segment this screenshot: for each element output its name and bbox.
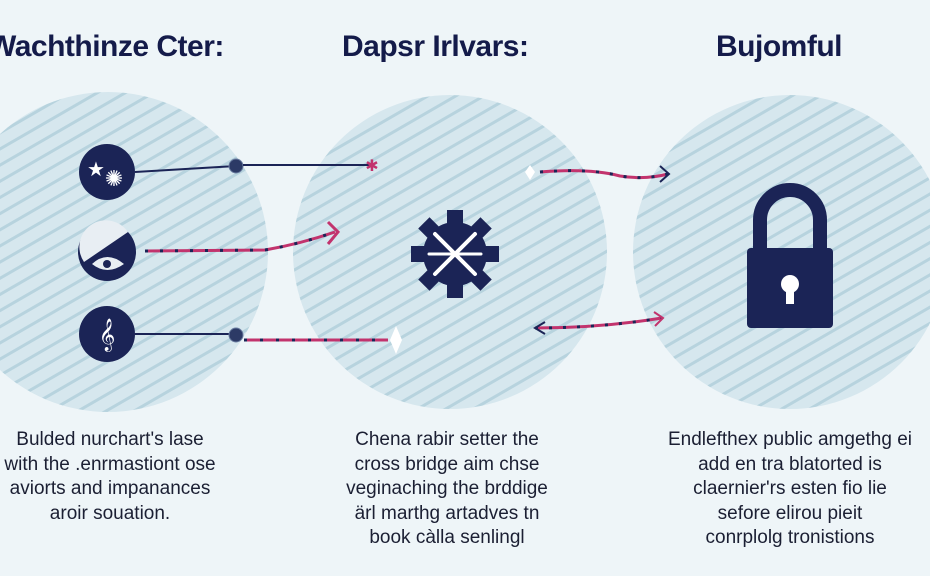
desc-line: book càlla senlingl xyxy=(369,527,525,548)
connector-arrow-middle xyxy=(144,220,341,253)
desc-line: aviorts and impanances xyxy=(9,478,211,499)
star-gear-icon: ★ ✺ xyxy=(79,144,135,200)
connector-right-top xyxy=(525,165,671,183)
svg-text:★: ★ xyxy=(87,159,105,181)
desc-line: aroir souation. xyxy=(49,502,171,524)
column-description-1: Bulded nurchart's lase with the .enrmast… xyxy=(0,428,270,526)
desc-line: ärl marthg artadves tn xyxy=(354,502,540,524)
column-description-2: Chena rabir setter the cross bridge aim … xyxy=(287,428,607,551)
gear-tools-icon xyxy=(411,210,499,298)
desc-line: claernier'rs esten fio lie xyxy=(693,478,887,499)
column-description-3: Endlefthex public amgethg ei add en tra … xyxy=(630,428,930,551)
desc-line: Endlefthex public amgethg ei xyxy=(668,429,912,450)
connector-bottom xyxy=(135,326,402,354)
desc-line: cross bridge aim chse xyxy=(354,453,540,475)
column-title-3: Bujomful xyxy=(716,30,842,63)
svg-text:✱: ✱ xyxy=(365,158,378,175)
svg-text:✺: ✺ xyxy=(105,166,123,191)
connector-top: ✱ xyxy=(134,158,379,175)
desc-line: add en tra blatorted is xyxy=(698,453,882,475)
desc-line: conrplolg tronistions xyxy=(705,527,875,548)
desc-line: with the .enrmastiont ose xyxy=(4,453,216,475)
svg-text:𝄞: 𝄞 xyxy=(99,319,116,352)
column-title-1: Wachthinze Cter: xyxy=(0,30,224,63)
eye-icon xyxy=(78,220,136,281)
desc-line: veginaching the brddige xyxy=(346,478,548,499)
treble-clef-icon: 𝄞 xyxy=(79,306,135,362)
padlock-icon xyxy=(747,183,833,328)
desc-line: Chena rabir setter the xyxy=(355,429,539,450)
connector-right-bottom xyxy=(533,311,665,335)
column-title-2: Dapsr Irlvars: xyxy=(342,30,529,63)
desc-line: sefore elirou pieit xyxy=(717,502,863,524)
desc-line: Bulded nurchart's lase xyxy=(16,429,204,450)
